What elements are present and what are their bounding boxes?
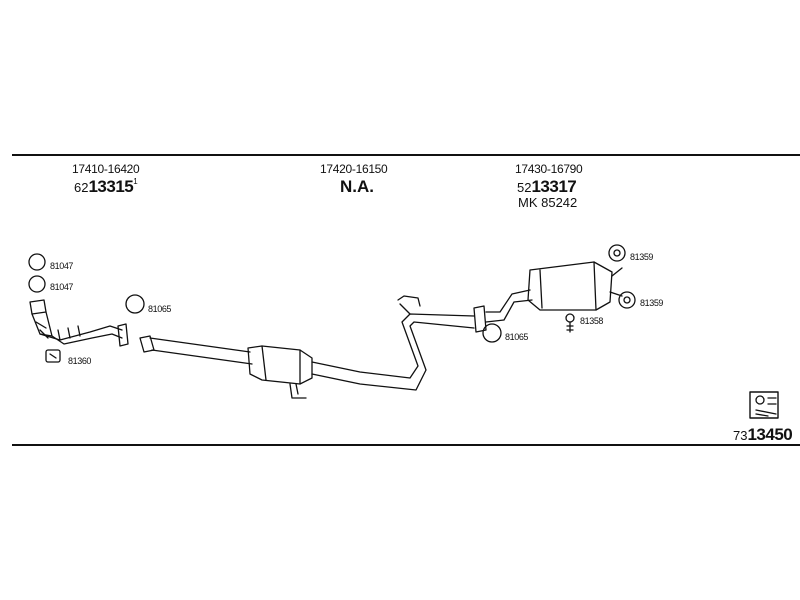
part-number-rear: 17430-16790 (515, 162, 583, 176)
code-front-main: 13315 (88, 177, 134, 196)
code-front-prefix: 62 (74, 180, 89, 195)
kit-icon (749, 391, 779, 419)
label-bolt: 81358 (580, 316, 604, 326)
code-rear-prefix: 52 (517, 180, 532, 195)
ring-icon (28, 275, 46, 293)
gasket-icon (125, 294, 145, 314)
part-number-front: 17410-16420 (72, 162, 140, 176)
label-ring-1: 81047 (50, 261, 74, 271)
kit-number-main: 13450 (747, 425, 793, 444)
rubber-mount-icon (618, 291, 636, 309)
code-front: 62133151 (74, 177, 138, 197)
label-hanger-front: 81360 (68, 356, 92, 366)
gasket-icon (482, 323, 502, 343)
hanger-icon (45, 349, 61, 363)
code-rear: 5213317 (517, 177, 577, 197)
rear-muffler (473, 261, 623, 333)
ring-icon (28, 253, 46, 271)
bolt-icon (565, 313, 575, 333)
status-middle: N.A. (340, 177, 374, 196)
top-rule (12, 154, 800, 156)
code-rear-main: 13317 (531, 177, 577, 196)
front-pipe (29, 299, 129, 347)
label-gasket-front: 81065 (148, 304, 172, 314)
label-rubber-top: 81359 (630, 252, 654, 262)
mk-number: MK 85242 (518, 195, 578, 210)
label-ring-2: 81047 (50, 282, 74, 292)
code-front-suffix: 1 (133, 177, 138, 186)
rubber-mount-icon (608, 244, 626, 262)
label-gasket-mid: 81065 (505, 332, 529, 342)
kit-number-prefix: 73 (733, 428, 748, 443)
center-pipe (139, 295, 475, 399)
part-number-middle: 17420-16150 (320, 162, 388, 176)
bottom-rule (12, 444, 800, 446)
kit-number: 7313450 (733, 425, 793, 445)
label-rubber-bottom: 81359 (640, 298, 664, 308)
